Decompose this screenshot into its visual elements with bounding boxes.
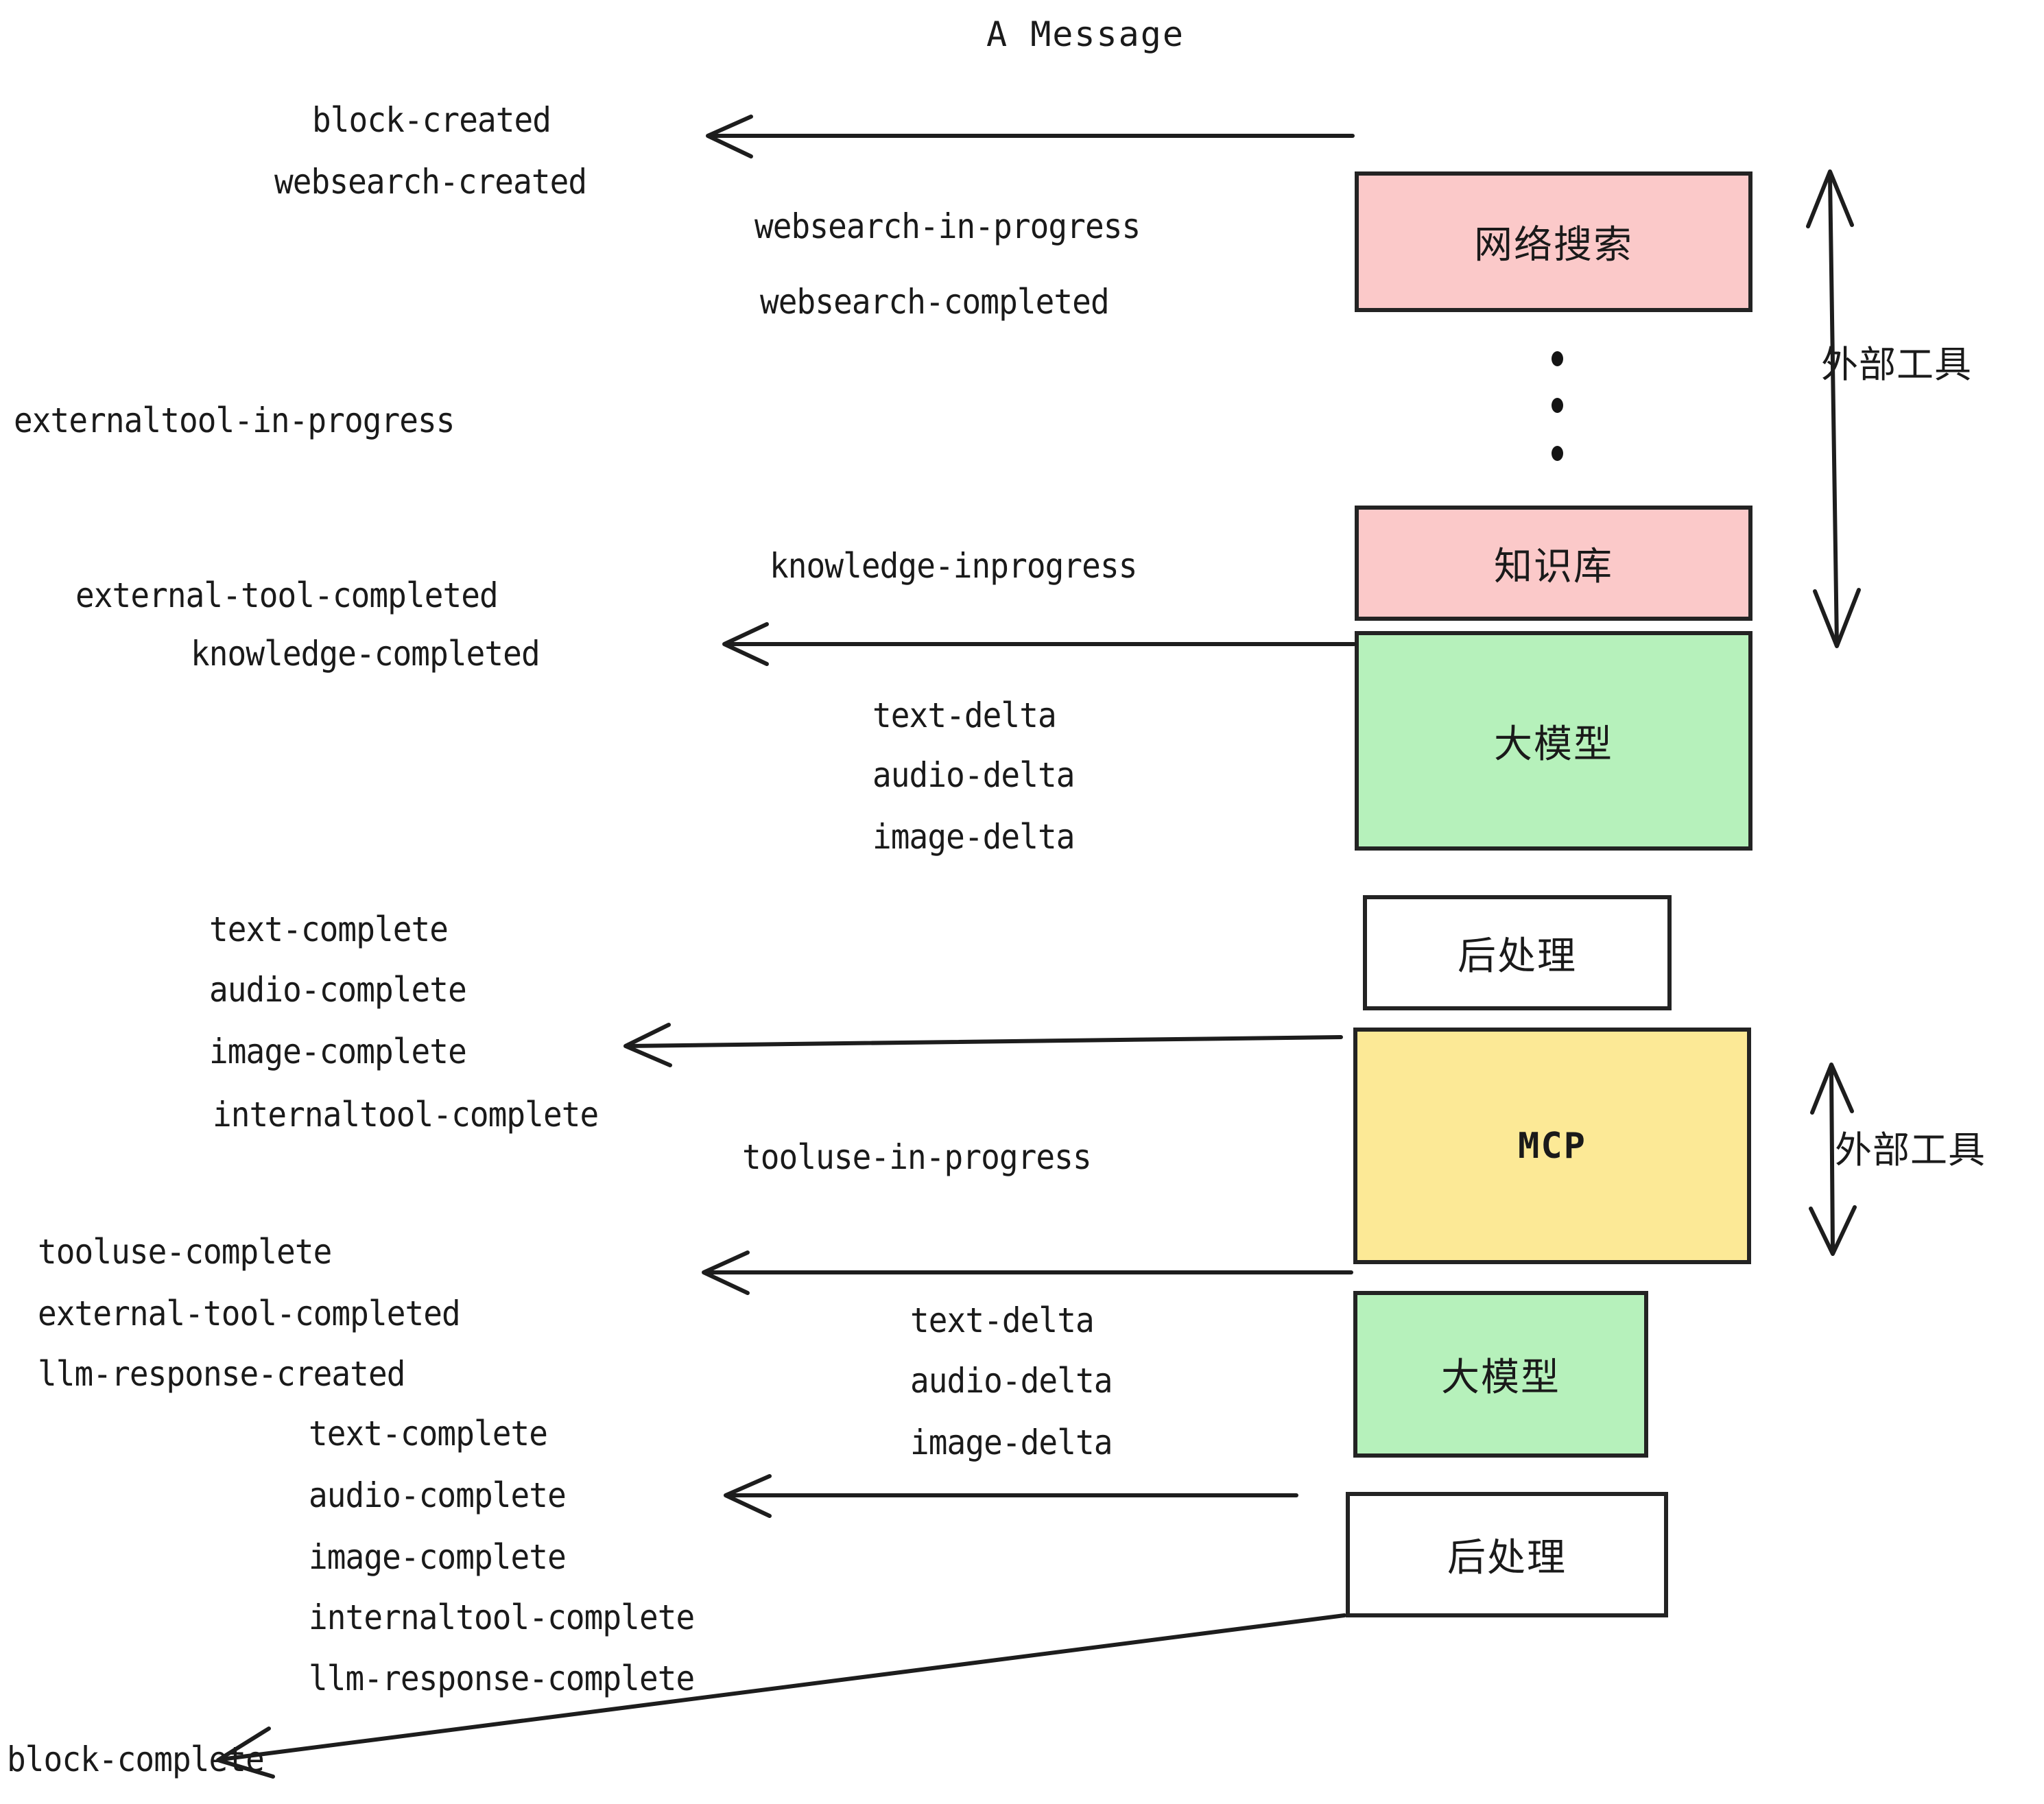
event-label-knowledge-inprogress: knowledge-inprogress	[770, 546, 1137, 586]
node-post-processing-upper-label: 后处理	[1458, 934, 1577, 979]
event-label-image-delta-1: image-delta	[872, 817, 1075, 857]
event-label-external-tool-completed-2: external-tool-completed	[38, 1294, 461, 1333]
event-label-block-created: block-created	[312, 100, 551, 140]
group-label-external-tools-upper: 外部工具	[1821, 343, 1972, 386]
node-llm-lower-label: 大模型	[1441, 1355, 1560, 1400]
arrow-knowledge-to-knowledge-completed	[722, 622, 1356, 666]
group-label-external-tools-lower: 外部工具	[1835, 1128, 1986, 1172]
arrow-llm-to-image-complete	[623, 1023, 1343, 1067]
node-knowledge-label: 知识库	[1494, 544, 1613, 589]
node-websearch-label: 网络搜索	[1474, 223, 1633, 268]
node-websearch[interactable]: 网络搜索	[1355, 171, 1752, 312]
event-label-image-delta-2: image-delta	[910, 1423, 1113, 1462]
node-mcp-label: MCP	[1518, 1125, 1587, 1167]
node-llm-upper-label: 大模型	[1494, 722, 1613, 767]
ellipsis-dot	[1552, 398, 1563, 413]
node-mcp[interactable]: MCP	[1353, 1028, 1751, 1264]
node-post-processing-upper[interactable]: 后处理	[1363, 895, 1672, 1010]
event-label-websearch-in-progress: websearch-in-progress	[754, 206, 1141, 246]
event-label-audio-delta-2: audio-delta	[910, 1361, 1113, 1401]
event-label-websearch-created: websearch-created	[274, 162, 587, 202]
event-label-text-delta-1: text-delta	[872, 696, 1057, 735]
event-label-text-delta-2: text-delta	[910, 1301, 1095, 1340]
event-label-knowledge-completed: knowledge-completed	[191, 634, 540, 674]
node-knowledge[interactable]: 知识库	[1355, 506, 1752, 621]
event-label-internaltool-complete-2: internaltool-complete	[309, 1598, 695, 1637]
arrow-mcp-to-tooluse-complete	[702, 1250, 1353, 1295]
arrow-websearch-to-block-created	[706, 115, 1355, 158]
event-label-externaltool-in-progress: externaltool-in-progress	[14, 401, 455, 440]
event-label-text-complete-1: text-complete	[209, 910, 449, 949]
event-label-tooluse-in-progress: tooluse-in-progress	[742, 1137, 1092, 1177]
ellipsis-dot	[1552, 446, 1563, 461]
event-label-audio-complete-1: audio-complete	[209, 970, 467, 1010]
event-label-llm-response-created: llm-response-created	[38, 1354, 405, 1394]
node-llm-lower[interactable]: 大模型	[1353, 1291, 1648, 1458]
event-label-audio-delta-1: audio-delta	[872, 755, 1075, 795]
event-label-llm-response-complete: llm-response-complete	[309, 1659, 695, 1698]
node-post-processing-lower[interactable]: 后处理	[1346, 1492, 1668, 1617]
node-post-processing-lower-label: 后处理	[1447, 1536, 1567, 1580]
arrow-external-tools-upper	[1806, 169, 1861, 648]
event-label-text-complete-2: text-complete	[309, 1414, 548, 1453]
event-label-websearch-completed: websearch-completed	[760, 282, 1110, 322]
event-label-tooluse-complete: tooluse-complete	[38, 1232, 332, 1272]
event-label-external-tool-completed-1: external-tool-completed	[75, 575, 499, 615]
node-llm-upper[interactable]: 大模型	[1355, 631, 1752, 851]
event-label-internaltool-complete-1: internaltool-complete	[213, 1095, 599, 1135]
diagram-title: A Message	[986, 14, 1185, 54]
event-label-audio-complete-2: audio-complete	[309, 1475, 567, 1515]
arrow-llm-lower-to-audio-complete	[724, 1474, 1298, 1518]
event-label-block-complete: block-complete	[7, 1740, 265, 1779]
ellipsis-dot	[1552, 351, 1563, 366]
event-label-image-complete-1: image-complete	[209, 1032, 467, 1071]
event-label-image-complete-2: image-complete	[309, 1537, 567, 1577]
